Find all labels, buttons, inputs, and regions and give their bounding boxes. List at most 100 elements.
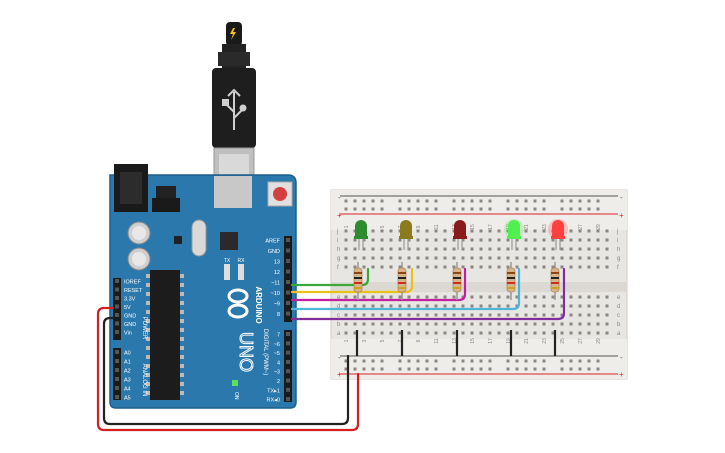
led-yellow[interactable] (399, 220, 413, 250)
rail-plus-top-right: + (619, 211, 624, 220)
wire-gnd-black[interactable] (102, 316, 350, 426)
header-pin[interactable] (286, 290, 290, 295)
column-number: 29 (596, 224, 602, 230)
header-pin[interactable] (286, 350, 290, 355)
led-red[interactable] (453, 220, 467, 250)
header-pin[interactable] (115, 321, 119, 326)
pin-label: 3.3V (124, 297, 136, 303)
header-pin[interactable] (115, 350, 119, 354)
pin-label: ~10 (271, 291, 280, 297)
row-label: a (337, 331, 341, 337)
header-pin[interactable] (286, 359, 290, 364)
rail-minus-bottom-right: - (620, 353, 623, 362)
analog-header[interactable] (113, 348, 121, 400)
header-pin[interactable] (286, 269, 290, 274)
row-label: a (617, 331, 621, 337)
led-green[interactable] (354, 220, 368, 250)
wire-pin9-purple[interactable] (290, 267, 566, 321)
column-number: 13 (452, 338, 458, 344)
pin-label: A0 (124, 351, 131, 357)
row-label: c (337, 313, 340, 319)
digital-header-bottom[interactable] (284, 330, 292, 402)
row-label: g (337, 256, 340, 262)
header-pin[interactable] (115, 377, 119, 381)
usb-port[interactable] (214, 176, 252, 208)
row-label: j (336, 229, 338, 235)
header-pin[interactable] (286, 341, 290, 346)
column-number: 9 (416, 339, 422, 342)
header-pin[interactable] (115, 330, 119, 334)
led-red-lit[interactable] (548, 219, 568, 250)
rail-minus-top-right: - (620, 193, 623, 202)
pin-label: 7 (277, 333, 280, 339)
rail-minus-bottom: - (338, 353, 341, 362)
column-number: 21 (524, 338, 530, 344)
breadboard-holes[interactable] (344, 199, 609, 371)
header-pin[interactable] (115, 395, 119, 399)
column-number: 3 (362, 339, 368, 342)
pin-label: ~9 (274, 302, 280, 308)
row-label: h (337, 247, 340, 253)
row-label: d (617, 304, 620, 310)
column-number: 5 (380, 339, 386, 342)
header-pin[interactable] (286, 248, 290, 253)
row-label: f (617, 265, 619, 271)
header-pin[interactable] (286, 238, 290, 242)
pin-label: 12 (274, 270, 280, 276)
column-number: 17 (488, 224, 494, 230)
pin-label: ~5 (274, 351, 280, 357)
header-pin[interactable] (286, 387, 290, 392)
pin-label: GND (124, 314, 136, 320)
wire-pin10-cyan[interactable] (290, 267, 521, 311)
rail-plus-bottom: + (337, 370, 342, 379)
arduino-board[interactable]: TX RX L ARDUINO UNO DIGITAL (PWM~) POWER… (109, 164, 297, 409)
column-number: 29 (596, 338, 602, 344)
header-pin[interactable] (286, 378, 290, 383)
row-label: e (337, 295, 341, 301)
column-number: 23 (542, 224, 548, 230)
ground-jumpers[interactable] (355, 330, 557, 356)
header-pin[interactable] (115, 279, 119, 283)
wire-5v-red[interactable] (96, 306, 360, 432)
column-number: 27 (578, 224, 584, 230)
pin-label: Vin (124, 331, 132, 337)
header-pin[interactable] (115, 313, 119, 317)
pin-label: ~3 (274, 370, 280, 376)
header-pin[interactable] (115, 304, 119, 309)
column-number: 15 (470, 224, 476, 230)
header-pin[interactable] (286, 280, 290, 284)
column-number: 25 (560, 338, 566, 344)
row-label: g (617, 256, 620, 262)
column-number: 11 (434, 338, 440, 343)
header-pin[interactable] (286, 311, 290, 316)
digital-header-top[interactable] (284, 236, 292, 322)
header-pin[interactable] (286, 397, 290, 402)
digital-label: DIGITAL (PWM~) (262, 329, 268, 376)
column-number: 27 (578, 338, 584, 344)
header-pin[interactable] (115, 368, 119, 372)
header-pin[interactable] (115, 296, 119, 300)
pin-label: 4 (277, 360, 280, 366)
header-pin[interactable] (286, 332, 290, 336)
wire-pin11-magenta[interactable] (290, 267, 467, 302)
pin-label: A1 (124, 360, 131, 366)
pin-label: ~11 (271, 281, 280, 287)
power-header[interactable] (113, 278, 121, 340)
tx-led-label: TX (224, 258, 231, 264)
column-number: 1 (344, 225, 350, 228)
usb-chip (220, 232, 238, 250)
header-pin[interactable] (286, 259, 290, 263)
rail-plus-bottom-right: + (619, 370, 624, 379)
led-green-lit[interactable] (504, 219, 524, 250)
analog-label: ANALOG IN (141, 364, 147, 397)
header-pin[interactable] (286, 369, 290, 374)
header-pin[interactable] (115, 359, 119, 363)
wire-pin12-yellow[interactable] (290, 267, 414, 294)
pin-label: RX◂0 (267, 398, 280, 404)
header-pin[interactable] (286, 301, 290, 305)
header-pin[interactable] (115, 287, 119, 292)
header-pin[interactable] (115, 386, 119, 390)
pin-label: A3 (124, 378, 131, 384)
